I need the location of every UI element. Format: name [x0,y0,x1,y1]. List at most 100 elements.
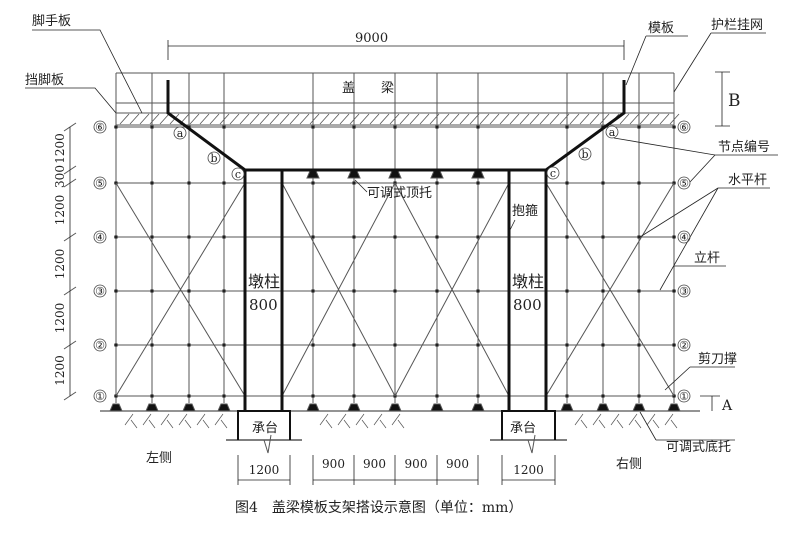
label-adjustable-base: 可调式底托 [666,439,731,455]
soil-hatch [391,413,401,426]
soil-hatch [202,419,210,429]
joint [476,343,480,347]
joint [435,235,439,239]
label-guardrail-net: 护栏挂网 [711,18,763,33]
soil-hatch [160,413,170,426]
soil-hatch [379,419,387,429]
deck-hatch [379,113,390,125]
soil-hatch [220,419,228,429]
joint [393,235,397,239]
joint [637,289,641,293]
node-marker [231,167,245,181]
deck-hatch [479,113,490,125]
base-plate [306,403,320,412]
soil-hatch [196,413,206,426]
level-label: ① [95,390,105,403]
base-plate [471,403,485,412]
scissor-brace [394,182,510,397]
soil-hatch [355,413,365,426]
deck-hatch [319,113,330,125]
soil-hatch [166,419,174,429]
dim-top: 9000 [355,31,388,46]
level-label: ⑤ [679,177,689,190]
joint [637,181,641,185]
annotations [25,29,778,485]
deck-hatch [549,113,560,125]
break-mark [527,434,536,454]
base-plate [632,403,646,412]
deck-hatch [499,113,510,125]
deck-hatch [119,113,130,125]
deck-hatch [569,113,580,125]
joint [150,125,154,129]
joint [352,125,356,129]
label-adjustable-top: 可调式顶托 [367,186,432,201]
joint [222,125,226,129]
label-right-side: 右侧 [616,457,642,472]
joint [114,289,118,293]
caption: 图4 盖梁模板支架搭设示意图（单位：mm） [235,499,522,516]
soil-hatch [580,419,588,429]
top-support [471,170,485,179]
base-plate [145,403,159,412]
soil-hatch [598,419,606,429]
deck-hatch [579,113,590,125]
deck-hatch [209,113,220,125]
scaffold-grid [63,72,700,454]
joint [476,394,480,398]
deck-hatch [439,113,450,125]
level-label: ② [95,339,105,352]
soil-hatch [361,419,369,429]
dim-bottom: 900 [405,457,428,471]
deck-hatch [269,113,280,125]
deck-hatch [399,113,410,125]
deck-hatch [159,113,170,125]
joint [311,289,315,293]
label-horizontal-bar: 水平杆 [728,173,767,188]
base-plate [182,403,196,412]
level-marker [677,120,691,134]
deck-hatch [459,113,470,125]
level-marker [677,176,691,190]
deck-hatch [259,113,270,125]
soil-hatch [130,419,138,429]
label-toe-board: 挡脚板 [25,72,64,88]
deck-hatch [199,113,210,125]
joint [187,289,191,293]
soil-hatch [652,419,660,429]
node-label: b [210,152,217,165]
deck-hatch [359,113,370,125]
level-marker [93,230,107,244]
label-footing-left: 承台 [252,421,278,436]
level-label: ④ [679,231,689,244]
soil-hatch [616,419,624,429]
deck-hatch [329,113,340,125]
soil-hatch [397,419,405,429]
joint [601,235,605,239]
joint [222,289,226,293]
dim-bottom: 900 [322,457,345,471]
deck-hatch [149,113,160,125]
joint [352,181,356,185]
soil-hatch [343,419,351,429]
deck-hatch [249,113,260,125]
level-label: ① [679,390,689,403]
joint [565,289,569,293]
deck-hatch [139,113,150,125]
joint [150,289,154,293]
soil-hatch [634,419,642,429]
joint [393,343,397,347]
pier-size-left: 800 [249,296,278,314]
level-label: ③ [679,285,689,298]
dim-A: A [721,398,733,414]
level-marker [93,120,107,134]
joint [672,235,676,239]
deck-hatch [449,113,460,125]
joint [637,394,641,398]
soil-hatch [214,413,224,426]
node-label: b [581,148,588,161]
deck-hatch [629,113,640,125]
dim-left: 1200 [53,195,67,226]
joint [311,235,315,239]
top-support [347,170,361,179]
